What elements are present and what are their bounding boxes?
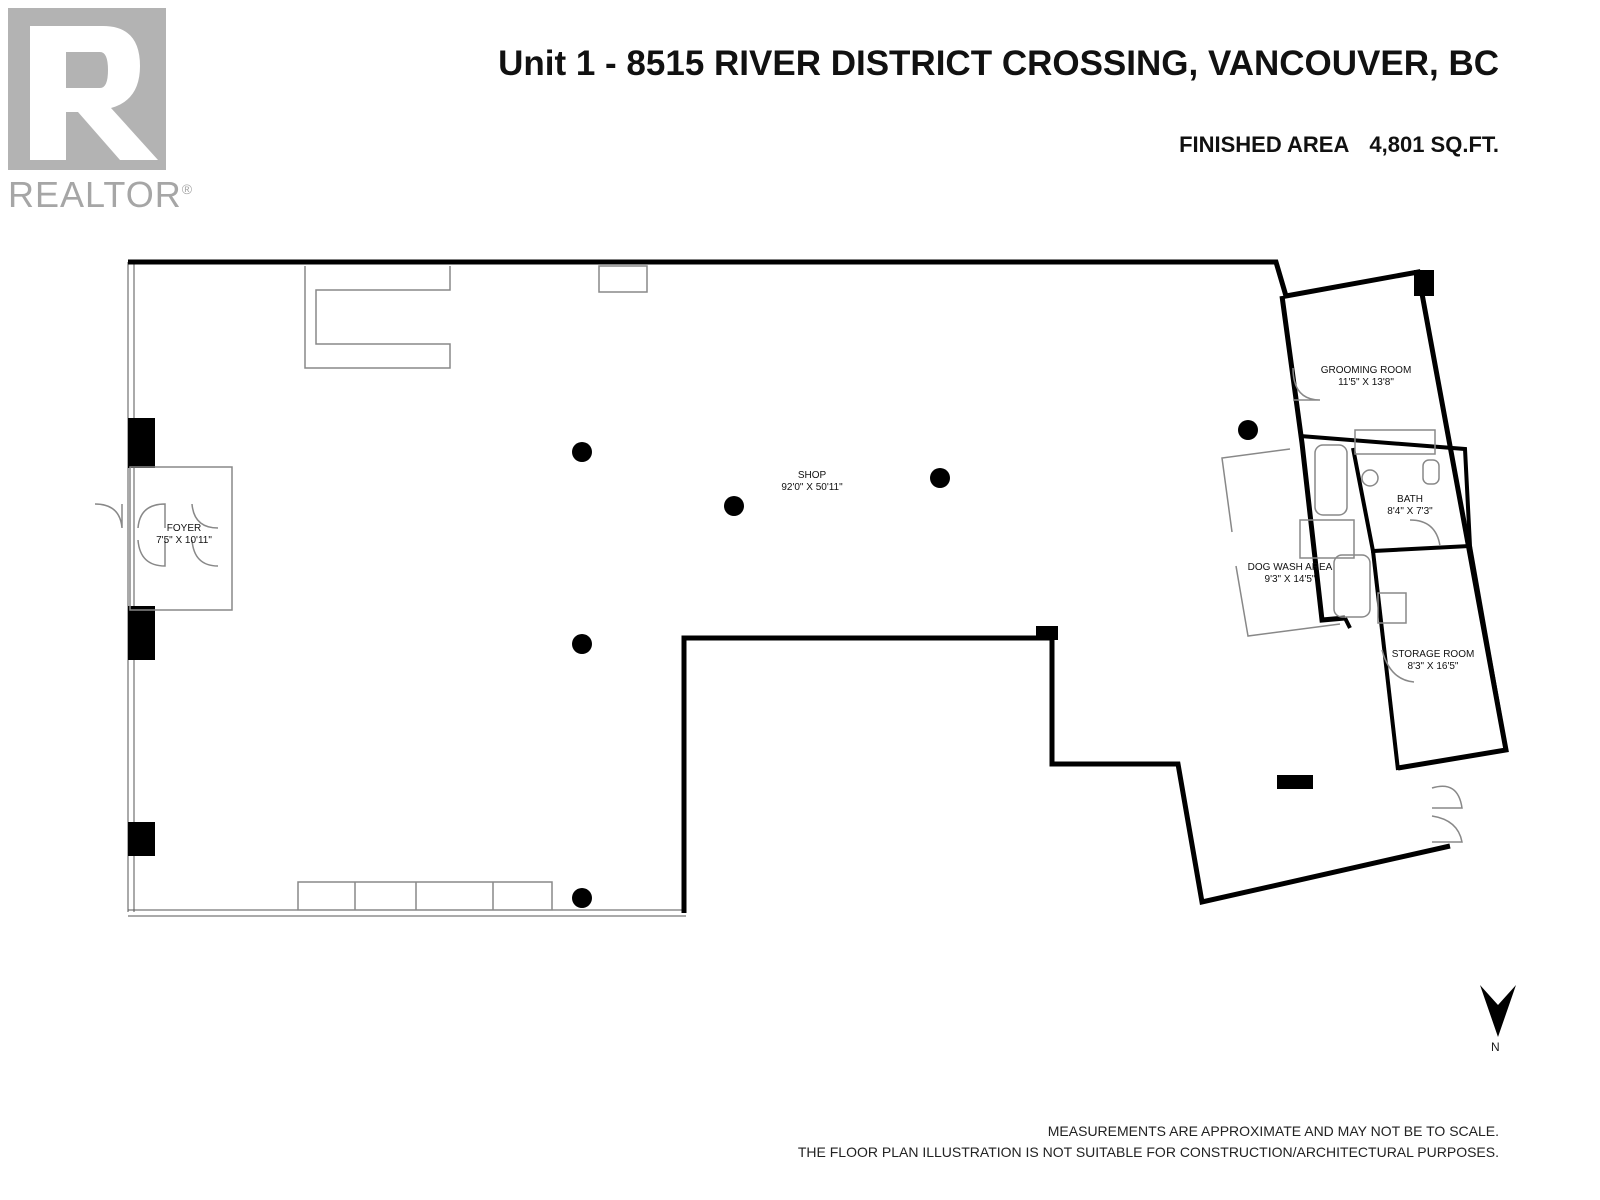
room-label-storage: STORAGE ROOM 8'3" X 16'5": [1392, 649, 1475, 673]
window-walls: [127, 262, 686, 917]
room-name: STORAGE ROOM: [1391, 649, 1475, 660]
room-dims: 9'3" X 14'5": [1264, 574, 1316, 585]
room-dims: 8'3" X 16'5": [1407, 661, 1459, 672]
wall-pillars: [128, 270, 1434, 856]
finished-area-label: FINISHED AREA: [1179, 132, 1350, 157]
room-dims: 7'5" X 10'11": [156, 535, 212, 546]
disclaimer-line-2: THE FLOOR PLAN ILLUSTRATION IS NOT SUITA…: [797, 1144, 1499, 1160]
room-name: DOG WASH AREA: [1247, 562, 1333, 573]
finished-area-value: 4,801 SQ.FT.: [1369, 132, 1499, 157]
room-name: GROOMING ROOM: [1320, 365, 1412, 376]
room-name: SHOP: [797, 470, 827, 481]
disclaimer-line-1: MEASUREMENTS ARE APPROXIMATE AND MAY NOT…: [1047, 1123, 1499, 1139]
disclaimer: MEASUREMENTS ARE APPROXIMATE AND MAY NOT…: [798, 1121, 1499, 1163]
realtor-logo: REALTOR®: [8, 8, 192, 218]
page-title: Unit 1 - 8515 RIVER DISTRICT CROSSING, V…: [498, 44, 1499, 83]
interior-walls: [1299, 434, 1508, 771]
fixtures: [94, 265, 1463, 911]
room-label-shop: SHOP 92'0" X 50'11": [781, 470, 842, 494]
room-dims: 8'4" X 7'3": [1387, 506, 1433, 517]
room-name: BATH: [1397, 494, 1423, 505]
compass-label: N: [1491, 1040, 1500, 1054]
realtor-wordmark: REALTOR®: [8, 174, 194, 215]
room-label-dog-wash: DOG WASH AREA 9'3" X 14'5": [1248, 562, 1333, 586]
realtor-r-logo-icon: [8, 8, 166, 170]
room-dims: 92'0" X 50'11": [781, 482, 843, 493]
room-dims: 11'5" X 13'8": [1338, 377, 1394, 388]
north-arrow-icon: [1478, 985, 1518, 1065]
room-label-bath: BATH 8'4" X 7'3": [1387, 494, 1432, 518]
room-name: FOYER: [166, 523, 202, 534]
columns: [572, 420, 1258, 908]
room-label-foyer: FOYER 7'5" X 10'11": [156, 523, 212, 547]
exterior-walls: [128, 259, 1509, 913]
finished-area: FINISHED AREA 4,801 SQ.FT.: [1179, 132, 1499, 158]
room-label-grooming: GROOMING ROOM 11'5" X 13'8": [1321, 365, 1412, 389]
